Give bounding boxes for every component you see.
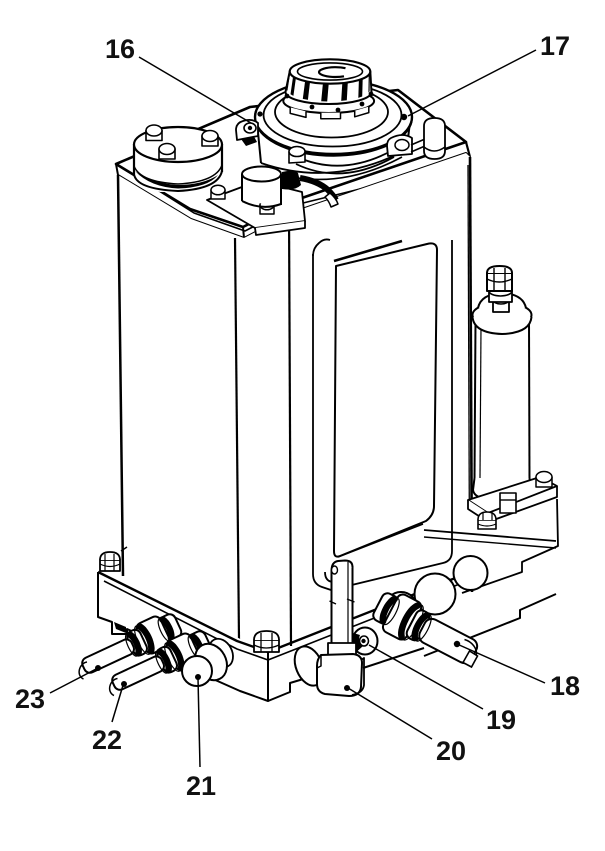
svg-text:17: 17	[540, 31, 570, 61]
svg-text:16: 16	[105, 34, 135, 64]
svg-text:23: 23	[15, 684, 45, 714]
svg-text:22: 22	[92, 725, 122, 755]
svg-text:18: 18	[550, 671, 580, 701]
svg-text:21: 21	[186, 771, 216, 801]
svg-text:20: 20	[436, 736, 466, 766]
svg-text:19: 19	[486, 705, 516, 735]
